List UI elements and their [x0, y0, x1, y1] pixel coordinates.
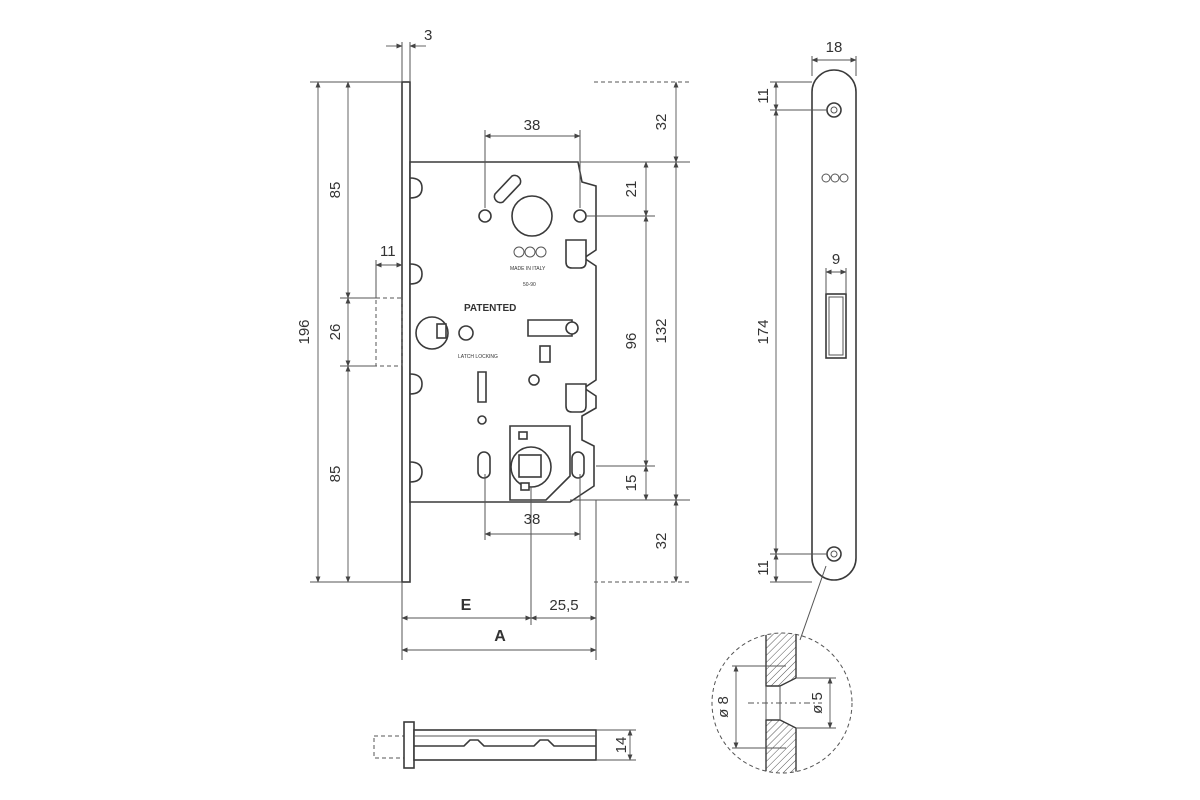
made-in-marking: MADE IN ITALY	[510, 266, 546, 272]
side-bottom-hole-inner	[830, 550, 838, 558]
cam-hole	[565, 321, 579, 335]
center-screw	[528, 374, 540, 386]
dim-faceplate-thickness: 3	[424, 27, 432, 44]
dim-outer-diameter: ø 8	[715, 696, 732, 718]
dim-top-hole-spacing: 38	[524, 117, 541, 134]
detail-section-upper	[765, 633, 797, 687]
side-latch-slot	[825, 293, 847, 359]
top-slot	[493, 174, 522, 204]
side-bottom-hole	[826, 546, 842, 562]
dim-bolt-to-bottom: 15	[623, 475, 640, 492]
dim-side-latch-width: 9	[832, 251, 840, 268]
dim-hole-to-top: 21	[623, 181, 640, 198]
front-dimension-lines	[315, 43, 679, 653]
dim-lower-segment: 85	[327, 466, 344, 483]
dim-backset-offset: 25,5	[549, 597, 578, 614]
faceplate	[401, 81, 411, 583]
dim-bottom-offset: 32	[653, 533, 670, 550]
detail-section-lower	[765, 719, 797, 773]
bottom-faceplate	[403, 721, 415, 769]
dim-side-hole-to-bottom: 11	[755, 560, 772, 576]
dim-side-width: 18	[826, 39, 843, 56]
side-top-hole-inner	[830, 106, 838, 114]
dim-middle-segment: 26	[327, 324, 344, 341]
spring-pin	[477, 415, 487, 425]
follower-notch-bottom	[520, 482, 530, 491]
cam	[527, 319, 573, 337]
bottom-body	[413, 729, 597, 761]
bottom-profile	[414, 739, 596, 747]
latch-lock-button	[436, 323, 447, 339]
latch-bolt-outline	[375, 297, 403, 367]
latch-note: LATCH LOCKING	[458, 354, 498, 360]
side-view: 18 11 174 11 9	[755, 39, 857, 641]
follower-notch-top	[518, 431, 528, 440]
model-marking: 50-90	[523, 282, 536, 288]
dim-side-hole-spacing: 174	[755, 319, 772, 344]
cylinder-hole	[511, 195, 553, 237]
top-left-screw-hole	[478, 209, 492, 223]
bottom-view: 14	[373, 721, 636, 769]
dim-bottom-hole-spacing: 38	[524, 511, 541, 528]
left-slot	[477, 451, 491, 479]
detail-view: ø 8 ø 5	[711, 632, 853, 774]
dim-body-height: 132	[653, 318, 670, 343]
dim-total-height: 196	[296, 319, 313, 344]
dim-spindle-to-bolt: 96	[623, 333, 640, 350]
side-brand-logo	[821, 173, 849, 183]
dim-overall-depth-label: A	[494, 628, 506, 645]
detail-leader	[799, 565, 827, 641]
top-right-screw-hole	[573, 209, 587, 223]
side-dimension-lines	[773, 57, 857, 583]
upper-clip	[565, 239, 587, 269]
bottom-latch-outline	[373, 735, 405, 759]
dim-top-offset: 32	[653, 114, 670, 131]
dim-backset-label: E	[461, 597, 472, 614]
dim-bottom-thickness: 14	[613, 737, 630, 754]
brand-logo	[513, 246, 547, 258]
front-view: MADE IN ITALY 50-90 PATENTED LATCH LOCKI…	[296, 27, 690, 660]
cam-block	[539, 345, 551, 363]
spring	[477, 371, 487, 403]
small-hole	[458, 325, 474, 341]
detail-dimension-lines	[733, 665, 833, 749]
lock-body	[409, 161, 597, 503]
faceplate-tabs	[409, 177, 423, 483]
side-top-hole	[826, 102, 842, 118]
dim-upper-segment: 85	[327, 182, 344, 199]
dim-latch-projection: 11	[380, 243, 396, 260]
lower-clip	[565, 383, 587, 413]
spindle-square	[518, 454, 542, 478]
dim-inner-diameter: ø 5	[809, 692, 826, 714]
right-slot	[571, 451, 585, 479]
patented-marking: PATENTED	[464, 303, 516, 314]
dim-side-hole-to-top: 11	[755, 88, 772, 104]
side-latch-inner	[828, 296, 844, 356]
